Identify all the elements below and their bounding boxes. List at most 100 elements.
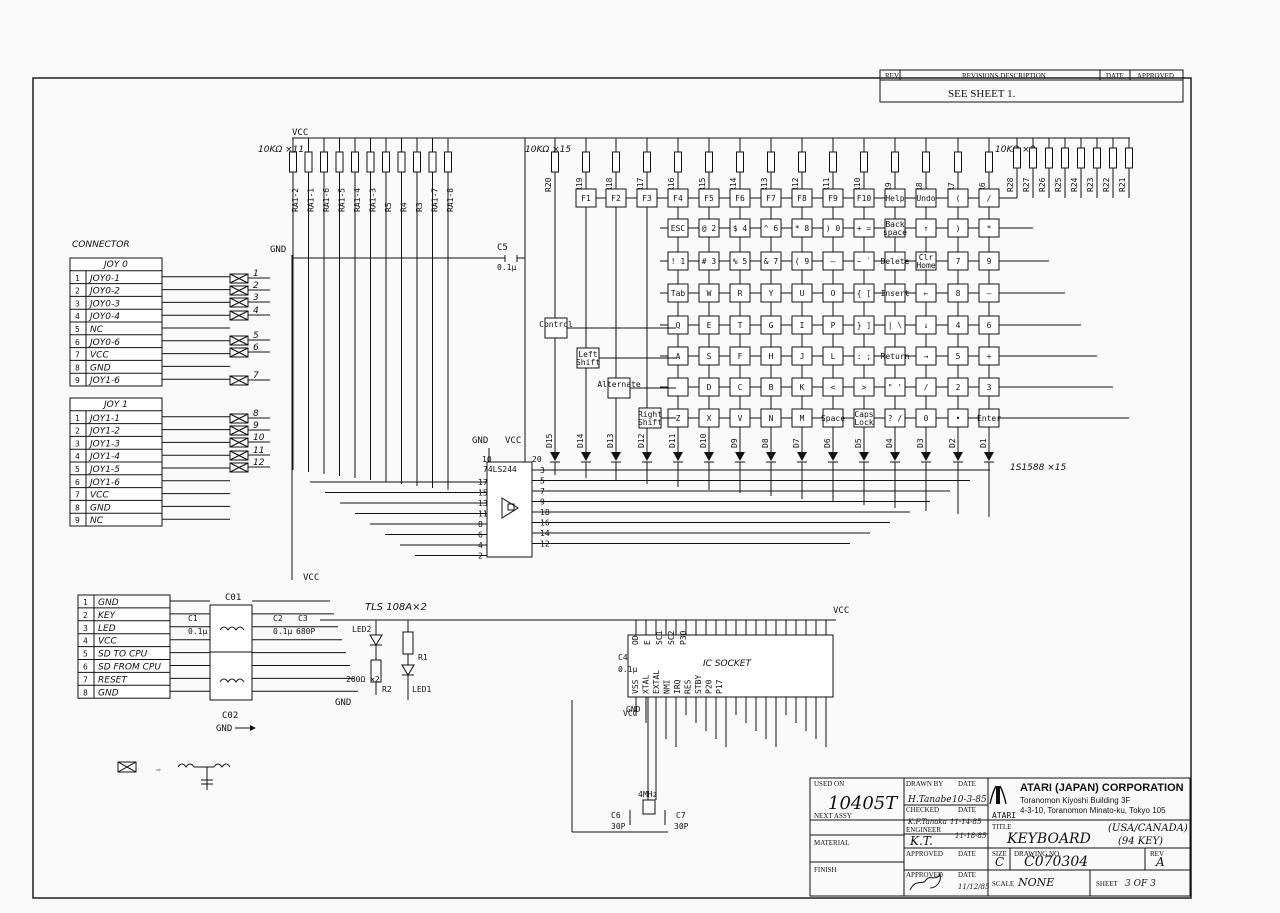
row-diode [984,452,994,461]
key-label: % 5 [733,257,748,266]
drawn-by-label: DRAWN BY [906,780,943,788]
connector-title: CONNECTOR [72,240,130,250]
key: I [791,315,813,335]
row-resistor-label: R6 [978,182,987,192]
pullup-resistor [428,151,437,173]
connector-pin-name: JOY1-6 [88,376,120,386]
key-label: < [831,383,836,392]
rev-approved-label: APPROVED [1137,72,1174,80]
row-diode [611,452,621,461]
drawing-no-value: C070304 [1024,854,1088,870]
row-resistor [705,151,713,173]
key: | \ [884,315,906,335]
modifier-key-label: Control [539,320,573,329]
col-resistor-label: R21 [1118,177,1127,192]
pullup-resistor-label: R3 [415,202,424,212]
key: } ] [853,315,875,335]
key-label: ↑ [924,224,929,233]
pullup-resistor-label: RA1-2 [291,188,300,212]
key-label: U [800,289,805,298]
key-label: Space [821,414,845,423]
socket-bottom-signal: P20 [705,679,714,694]
row-resistor [860,151,868,173]
col-resistor-label: R24 [1070,177,1079,192]
key-label: N [769,414,774,423]
pullup-resistor-label: R4 [400,202,409,212]
row-resistor-label: R20 [544,177,553,192]
connector-pin-name: JOY0-6 [88,338,120,348]
key-label-sub: space [883,228,907,237]
connector-pin-num: 7 [75,351,80,360]
key-label: A [676,352,681,361]
c6-label: C6 [611,811,621,820]
key: V [729,408,751,428]
approver-signature [909,872,941,891]
key: ← [915,283,937,303]
col-resistor-label: R26 [1038,177,1047,192]
c3-label: C3 [298,614,308,623]
row-diode [673,452,683,461]
key: ( 9 [791,251,813,271]
socket-bottom-signal: NMI [663,679,672,694]
key-label: — [987,289,992,298]
key-label: } ] [857,321,871,330]
connector-pin-name: JOY1-5 [88,465,120,475]
r2-value: 200Ω ×2 [346,675,380,684]
key: : ; [853,346,875,366]
key-label: F5 [704,194,714,203]
key-label: + [987,352,992,361]
key-label: F9 [828,194,838,203]
connector-pin-num: 5 [75,325,80,334]
key: ( [947,188,969,208]
col-resistor [1013,147,1021,169]
key: ? / [884,408,906,428]
approved2-date-value: 11/12/85 [958,883,990,891]
key: F7 [760,188,782,208]
key-label: / [987,194,992,203]
key: S [698,346,720,366]
row-resistor-label: R11 [822,177,831,192]
connector-pin-num: 4 [75,452,80,461]
key-label: K [800,383,805,392]
row-resistor-label: R8 [915,182,924,192]
row-line-label: D1 [979,438,988,448]
row-line-label: D6 [823,438,832,448]
key: * [978,218,1000,238]
key-label: H [769,352,774,361]
key-label: V [738,414,743,423]
scale-value: NONE [1017,876,1054,889]
key-label: X [707,414,712,423]
socket-bottom-signal: STBY [694,675,703,694]
key-label: ( [956,194,961,203]
key: ↓ [915,315,937,335]
cpu-pin-name: GND [98,598,119,608]
c2-value: 0.1μ [273,627,292,636]
emi-filter-num: 4 [253,306,259,316]
emi-filter-num: 1 [253,269,259,279]
connector-pin-num: 8 [75,363,80,372]
connector-pin-name: GND [90,503,111,513]
row-diode [890,452,900,461]
buffer-gnd-pin: 10 [482,455,492,464]
connector-pin-name: JOY1-6 [88,478,120,488]
emi-filter-num: 6 [253,343,259,353]
emi-filter-num: 7 [253,371,259,381]
key-label: : ; [857,352,871,361]
emi-filter-num: 10 [253,433,265,443]
col-resistor [1029,147,1037,169]
key: H [760,346,782,366]
key: 6 [978,315,1000,335]
key [667,377,689,397]
key: A [667,346,689,366]
key: 0 [915,408,937,428]
key: B [760,377,782,397]
buffer-vcc-label: VCC [505,436,521,446]
emi-filter-num: 5 [253,331,259,341]
key-label: T [738,321,743,330]
row-diode [859,452,869,461]
key: — [822,251,844,271]
key-label: F10 [857,194,872,203]
